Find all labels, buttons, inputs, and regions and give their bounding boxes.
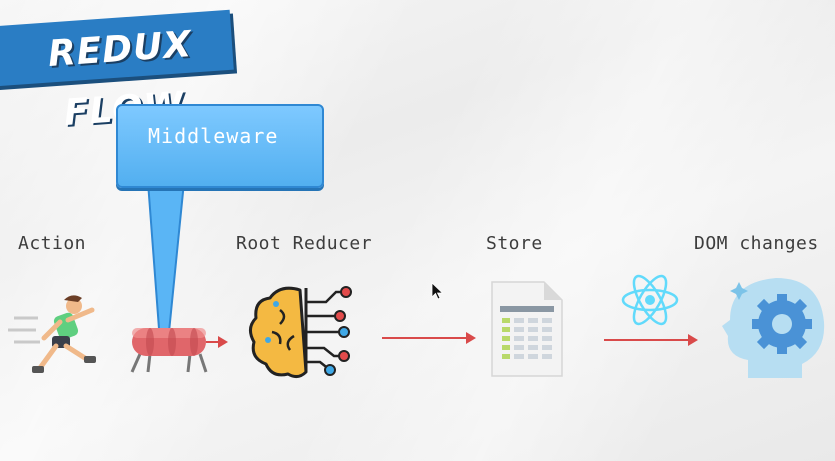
arrow-store-to-dom <box>604 334 698 346</box>
middleware-callout <box>116 104 324 188</box>
head-gear-icon <box>722 278 825 378</box>
brain-circuit-icon <box>249 286 352 379</box>
root-reducer-label: Root Reducer <box>236 233 373 254</box>
pipe-icon <box>130 328 228 373</box>
middleware-label: Middleware <box>148 124 279 148</box>
document-icon <box>491 281 563 377</box>
dom-changes-label: DOM changes <box>694 233 819 254</box>
cursor-icon <box>431 282 444 300</box>
runner-icon <box>8 295 96 373</box>
arrow-reducer-to-store <box>382 332 476 344</box>
action-label: Action <box>18 233 87 254</box>
store-label: Store <box>486 233 543 254</box>
react-logo-icon <box>621 274 679 326</box>
